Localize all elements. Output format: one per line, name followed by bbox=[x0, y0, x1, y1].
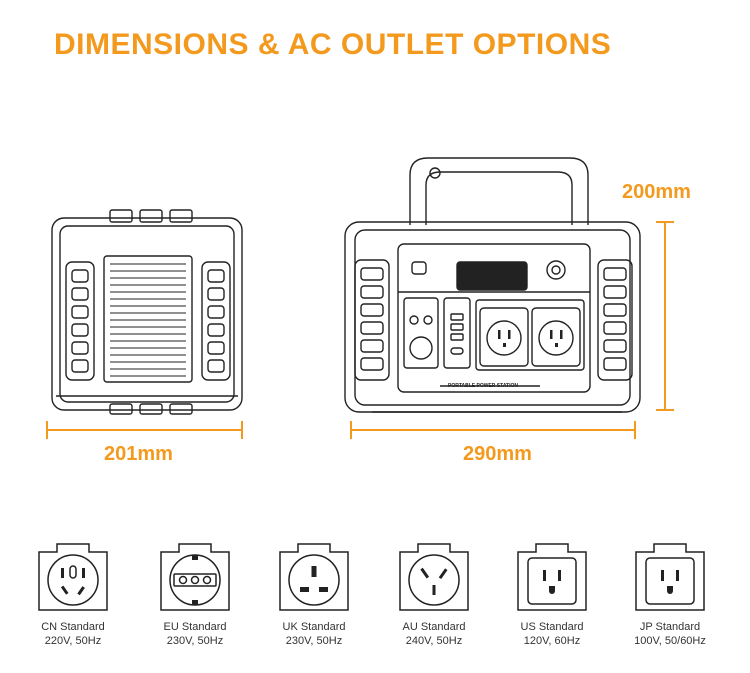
outlet-spec: 230V, 50Hz bbox=[285, 635, 343, 647]
us-socket-icon bbox=[517, 543, 587, 611]
outlet-cn: CN Standard 220V, 50Hz bbox=[18, 540, 128, 648]
outlet-name: UK Standard bbox=[282, 621, 346, 633]
height-label: 200mm bbox=[622, 181, 691, 203]
device-drawing bbox=[46, 157, 674, 439]
outlet-spec: 120V, 60Hz bbox=[523, 635, 581, 647]
outlet-name: CN Standard bbox=[41, 621, 105, 633]
outlet-spec: 240V, 50Hz bbox=[405, 635, 463, 647]
outlet-name: US Standard bbox=[520, 621, 584, 633]
eu-socket-icon bbox=[160, 543, 230, 611]
side-view bbox=[51, 209, 243, 415]
jp-socket-icon bbox=[635, 543, 705, 611]
front-width-label: 290mm bbox=[463, 443, 532, 465]
outlet-spec: 220V, 50Hz bbox=[44, 635, 102, 647]
cn-socket-icon bbox=[38, 543, 108, 611]
uk-socket-icon bbox=[279, 543, 349, 611]
dimension-lines bbox=[46, 221, 674, 439]
outlet-eu: EU Standard 230V, 50Hz bbox=[140, 540, 250, 648]
outlet-us: US Standard 120V, 60Hz bbox=[497, 540, 607, 648]
outlet-name: EU Standard bbox=[163, 621, 227, 633]
outlet-jp: JP Standard 100V, 50/60Hz bbox=[615, 540, 725, 648]
au-socket-icon bbox=[399, 543, 469, 611]
side-width-label: 201mm bbox=[104, 443, 173, 465]
page-title: DIMENSIONS & AC OUTLET OPTIONS bbox=[54, 28, 612, 61]
outlet-name: AU Standard bbox=[402, 621, 466, 633]
outlet-spec: 230V, 50Hz bbox=[166, 635, 224, 647]
front-view bbox=[344, 157, 641, 413]
panel-brand-label: PORTABLE POWER STATION bbox=[448, 383, 518, 389]
outlet-uk: UK Standard 230V, 50Hz bbox=[259, 540, 369, 648]
outlet-name: JP Standard bbox=[639, 621, 701, 633]
outlet-spec: 100V, 50/60Hz bbox=[634, 635, 706, 647]
outlet-au: AU Standard 240V, 50Hz bbox=[379, 540, 489, 648]
